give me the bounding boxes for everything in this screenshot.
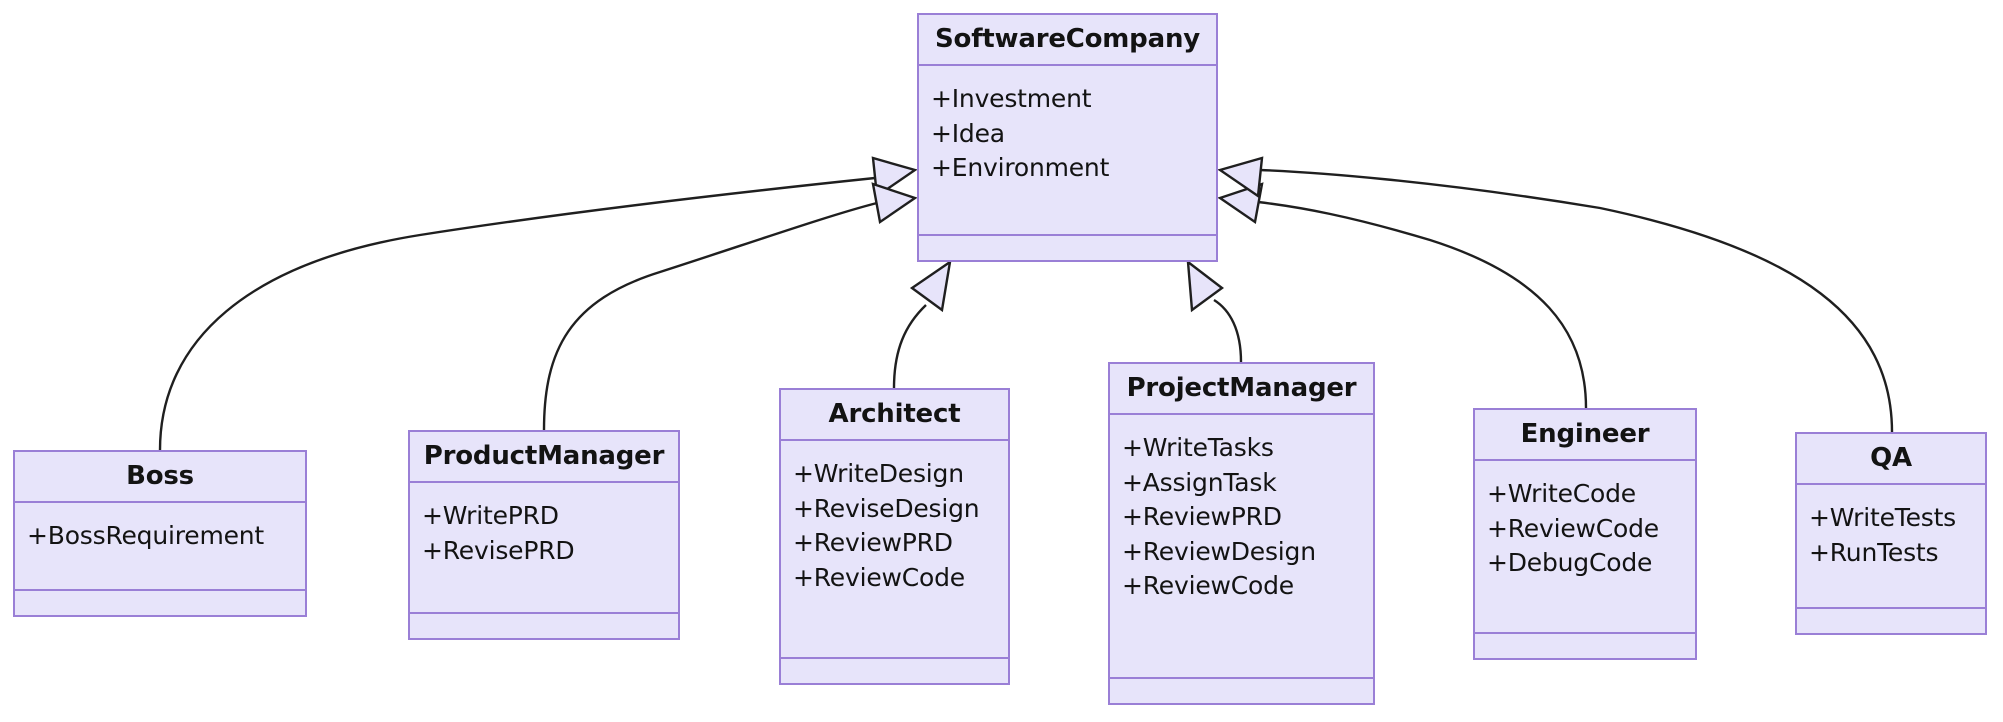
class-methods-softwarecompany [919,236,1216,260]
class-methods-architect [781,659,1008,683]
class-title-qa: QA [1797,434,1985,485]
class-attributes-architect: +WriteDesign +ReviseDesign +ReviewPRD +R… [781,441,1008,659]
attribute-item: +ReviseDesign [793,493,980,523]
attribute-item: +WriteTasks [1122,433,1274,462]
attribute-item: +Investment [931,84,1092,113]
class-methods-projectmanager [1110,679,1373,703]
uml-class-softwarecompany[interactable]: SoftwareCompany +Investment +Idea +Envir… [917,13,1218,262]
attribute-item: +ReviewDesign [1122,536,1316,566]
edge-projectmanager-to-softwarecompany [1186,259,1243,363]
class-title-projectmanager: ProjectManager [1110,364,1373,415]
class-attributes-projectmanager: +WriteTasks +AssignTask +ReviewPRD +Revi… [1110,415,1373,679]
uml-class-productmanager[interactable]: ProductManager +WritePRD +RevisePRD [408,430,680,640]
class-title-architect: Architect [781,390,1008,441]
uml-class-boss[interactable]: Boss +BossRequirement [13,450,307,617]
attribute-item: +ReviewPRD [793,528,953,557]
attribute-item: +WriteTests [1809,503,1957,532]
attribute-item: +RunTests [1809,537,1939,567]
class-attributes-productmanager: +WritePRD +RevisePRD [410,483,678,614]
attribute-item: +WritePRD [422,501,559,530]
attribute-item: +DebugCode [1487,548,1653,577]
uml-class-engineer[interactable]: Engineer +WriteCode +ReviewCode +DebugCo… [1473,408,1697,660]
uml-class-projectmanager[interactable]: ProjectManager +WriteTasks +AssignTask +… [1108,362,1375,705]
class-title-softwarecompany: SoftwareCompany [919,15,1216,66]
attribute-item: +ReviewCode [1122,571,1294,600]
attribute-item: +ReviewCode [793,562,965,592]
class-title-productmanager: ProductManager [410,432,678,483]
edge-architect-to-softwarecompany [892,259,952,389]
class-attributes-engineer: +WriteCode +ReviewCode +DebugCode [1475,461,1695,634]
class-methods-boss [15,591,305,615]
attribute-item: +Idea [931,118,1005,148]
uml-class-qa[interactable]: QA +WriteTests +RunTests [1795,432,1987,635]
attribute-item: +WriteDesign [793,459,964,488]
attribute-item: +ReviewPRD [1122,502,1282,531]
class-attributes-boss: +BossRequirement [15,503,305,591]
attribute-item: +RevisePRD [422,535,575,565]
attribute-item: +BossRequirement [27,521,265,550]
class-methods-engineer [1475,634,1695,658]
class-title-boss: Boss [15,452,305,503]
class-methods-productmanager [410,614,678,638]
class-title-engineer: Engineer [1475,410,1695,461]
attribute-item: +Environment [931,153,1110,182]
class-methods-qa [1797,609,1985,633]
attribute-item: +ReviewCode [1487,513,1659,543]
class-attributes-softwarecompany: +Investment +Idea +Environment [919,66,1216,236]
attribute-item: +WriteCode [1487,479,1636,508]
class-attributes-qa: +WriteTests +RunTests [1797,485,1985,609]
uml-class-architect[interactable]: Architect +WriteDesign +ReviseDesign +Re… [779,388,1010,685]
attribute-item: +AssignTask [1122,467,1277,497]
